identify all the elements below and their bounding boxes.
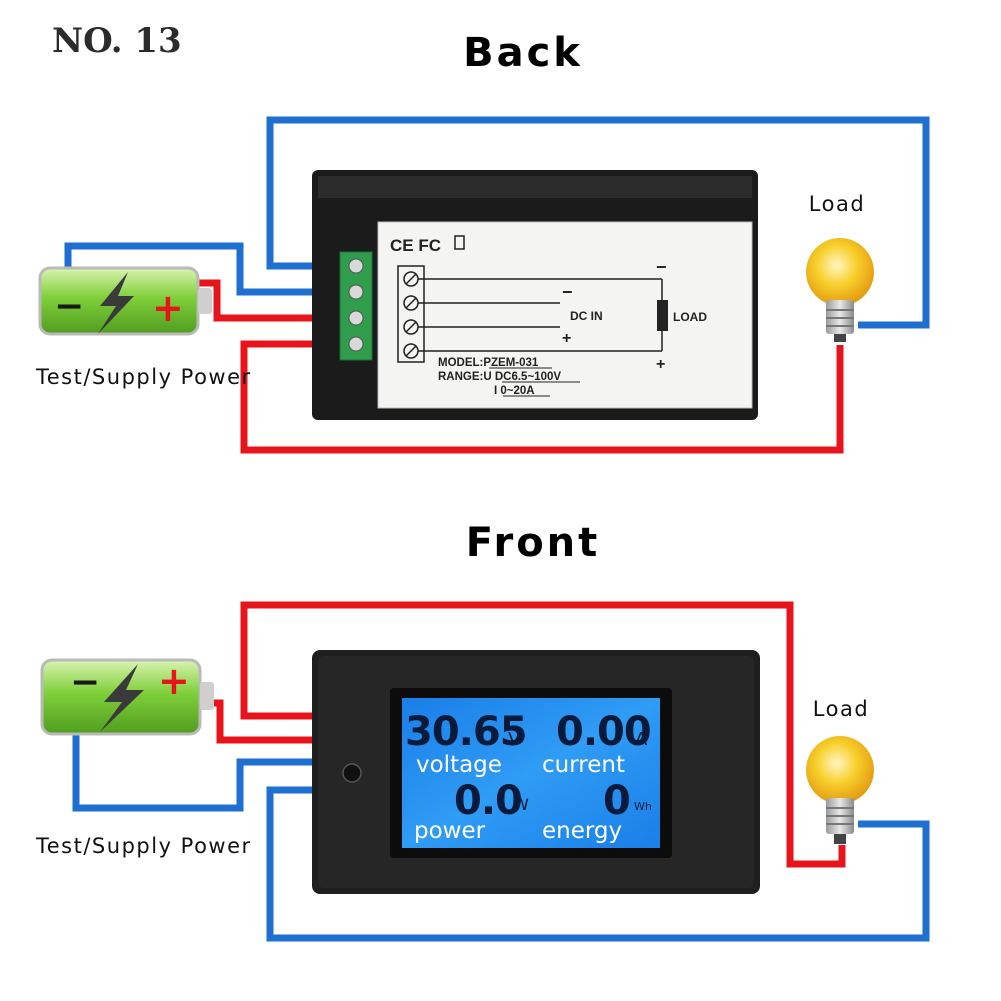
back-wires [64,116,930,454]
model-line: MODEL:PZEM-031 [438,357,539,369]
back-load-label: Load [809,192,865,216]
power-value: 0.0 [454,778,522,824]
energy-unit: Wh [634,800,652,813]
back-label: CE FC − − DC IN + LOAD + MODEL:PZEM-031 … [390,235,707,397]
minus-dc-in: − [562,282,573,302]
schematic-lines [418,278,663,352]
back-title: Back [463,30,583,76]
front-red-wire-load [240,601,846,868]
dc-in-label: DC IN [570,309,603,323]
weee-bin-icon [454,235,465,250]
certification-marks: CE FC [390,236,441,255]
load-terminal-label: LOAD [673,310,707,324]
lightning-bolt-icon [100,664,144,732]
back-battery-minus: − [54,286,84,327]
current-label: current [542,752,625,778]
back-bulb-icon [806,238,874,342]
back-battery-plus: + [152,286,184,330]
front-battery-plus: + [158,659,190,703]
voltage-unit: V [508,729,521,750]
back-red-wire-load [240,340,844,454]
terminal-block [339,251,373,361]
front-blue-wire-load [266,786,930,942]
current-value: 0.00 [556,709,651,755]
plus-bottom-right: + [656,356,665,373]
lcd-display: 30.65 V voltage 0.00 A current 0.0 W pow… [402,698,660,848]
back-power-label: Test/Supply Power [35,365,252,389]
back-blue-wire-battery [64,242,345,296]
back-blue-wire-load [266,116,930,329]
minus-top-right: − [656,257,667,277]
power-unit: W [513,795,529,814]
front-battery-minus: − [70,662,100,703]
energy-value: 0 [603,778,631,824]
load-resistor-symbol [657,300,668,331]
front-battery: − + [40,658,214,736]
voltage-label: voltage [416,752,502,778]
front-load-label: Load [813,697,869,721]
front-title: Front [466,520,601,566]
front-power-label: Test/Supply Power [35,834,252,858]
reset-button[interactable] [342,763,362,783]
plus-dc-in: + [562,330,571,347]
back-battery: − + [38,266,212,336]
energy-label: energy [542,818,622,844]
voltage-value: 30.65 [405,709,527,755]
range-u-line: RANGE:U DC6.5~100V [438,371,561,383]
range-i-line: I 0~20A [494,385,535,397]
lightning-bolt-icon [98,272,134,334]
power-label: power [414,818,486,844]
current-unit: A [635,729,648,750]
number-label: NO. 13 [52,21,182,61]
front-bulb-icon [806,736,874,844]
